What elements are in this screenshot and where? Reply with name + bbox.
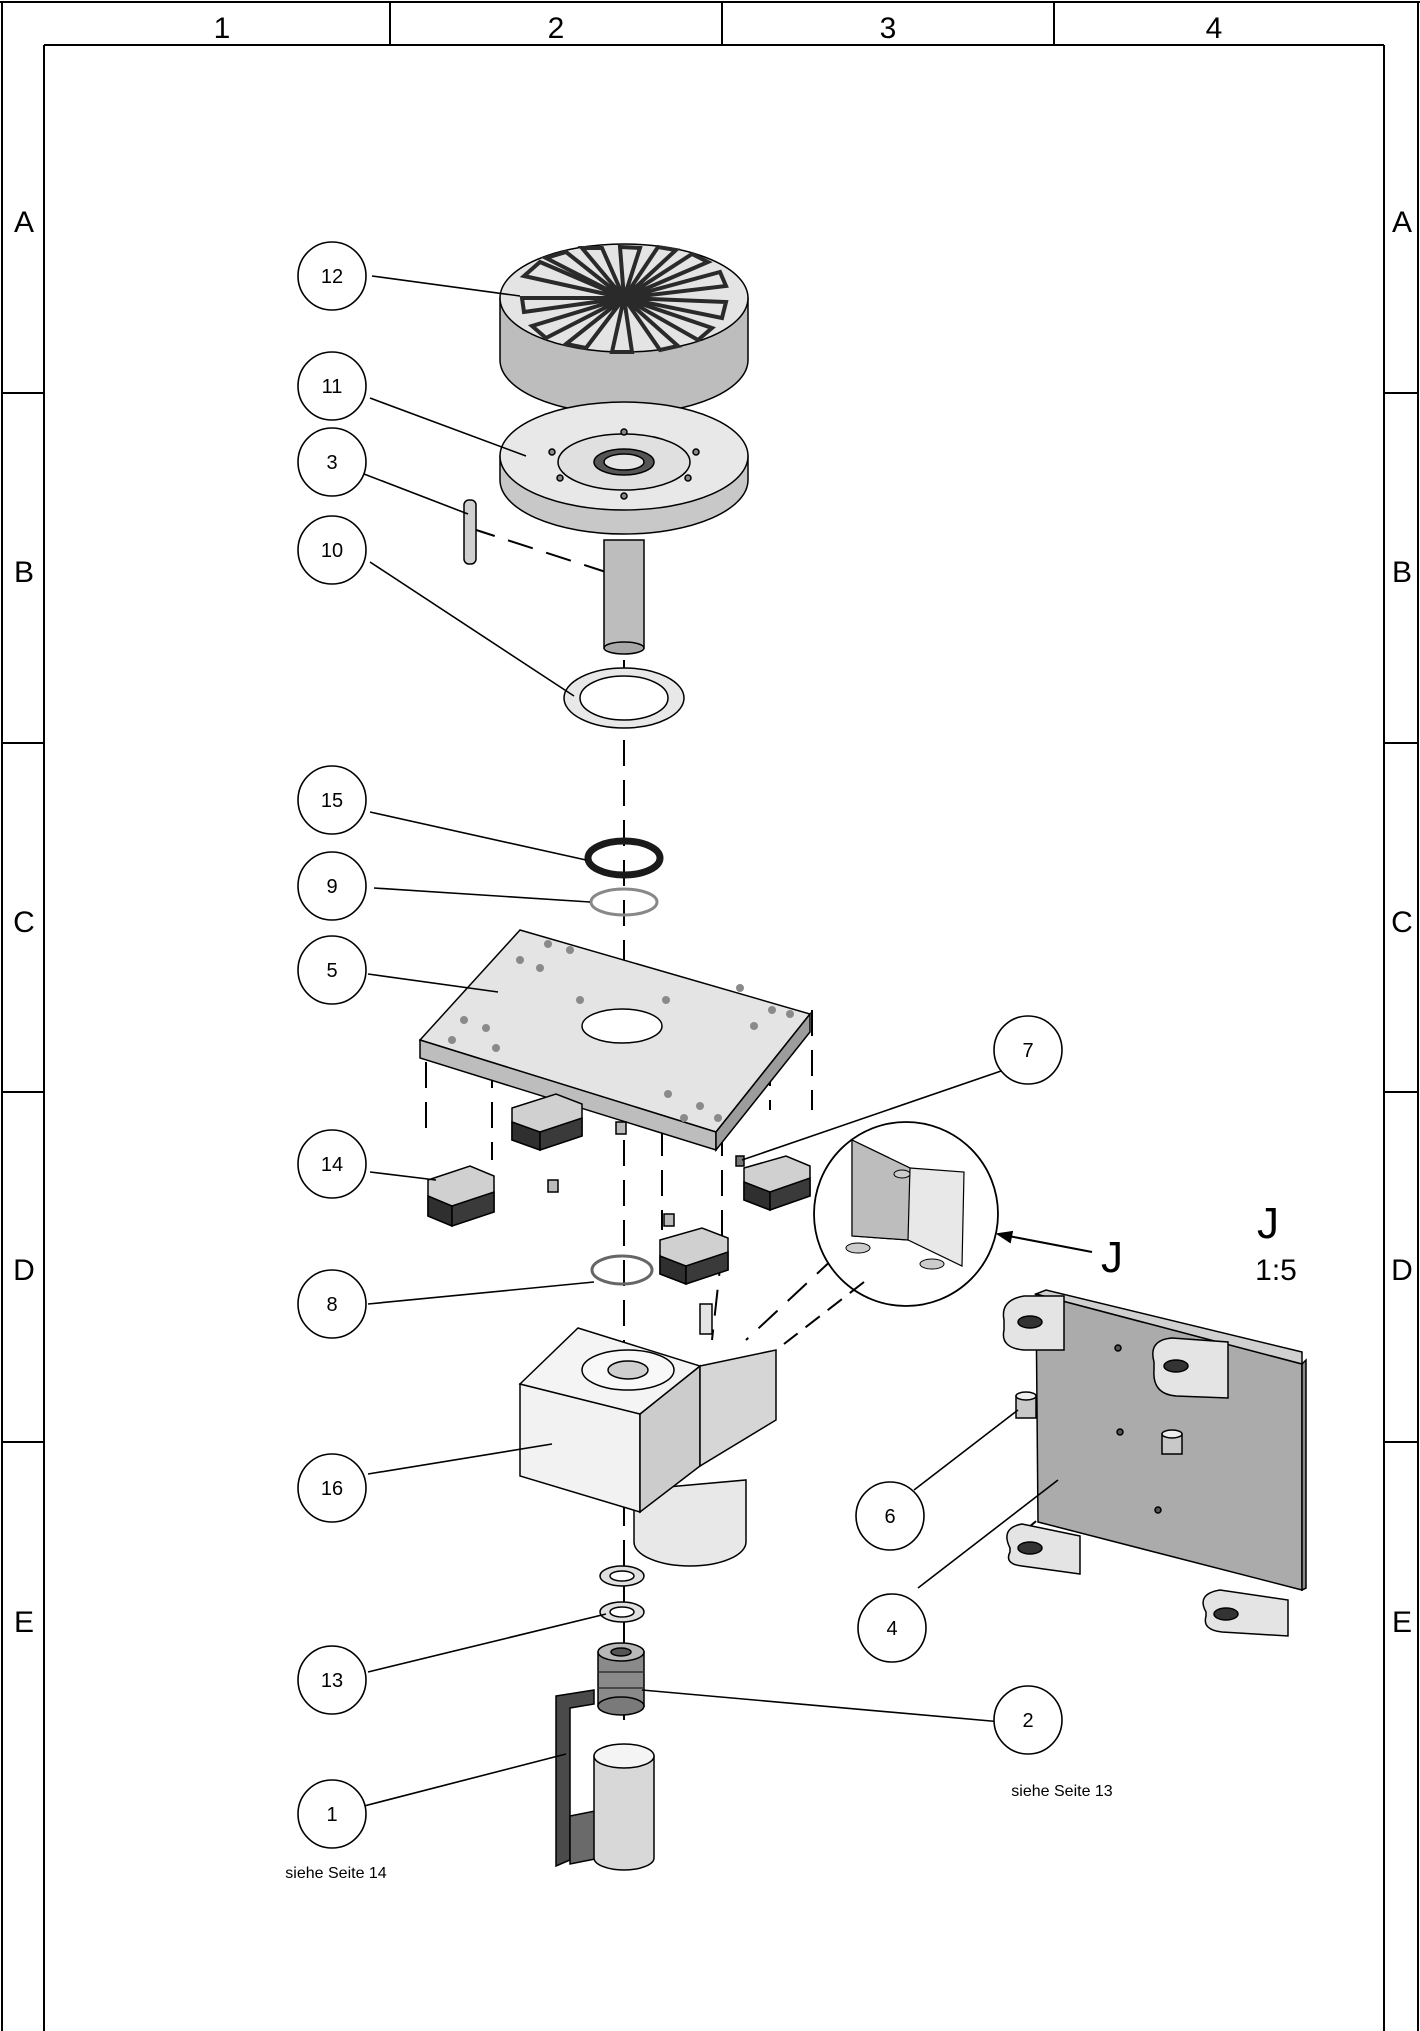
note-part-1-reference: siehe Seite 14: [285, 1865, 387, 1882]
balloon-2-label: 2: [1022, 1710, 1033, 1732]
part-14-linear-carriages: [427, 1093, 811, 1286]
balloon-16: 16: [297, 1453, 367, 1523]
zone-row-b-right: B: [1392, 556, 1412, 589]
part-1-sensor-bracket: [555, 1689, 655, 1871]
balloon-9: 9: [297, 851, 367, 921]
zone-column-1: 1: [214, 12, 231, 45]
zone-row-a-left: A: [14, 206, 34, 239]
carriage-1: [427, 1165, 495, 1228]
balloons: 12 11 3 10 15 9 5 7: [297, 241, 1063, 1849]
balloon-3-label: 3: [326, 452, 337, 474]
detail-j-view-title: J: [1257, 1199, 1279, 1248]
balloon-15-label: 15: [321, 790, 343, 812]
zone-column-4: 4: [1206, 12, 1223, 45]
zone-row-c-left: C: [13, 906, 35, 939]
part-10-gasket-ring: [563, 667, 685, 729]
balloon-1-label: 1: [326, 1804, 337, 1826]
part-2-coupling: [597, 1642, 645, 1716]
zone-row-d-left: D: [13, 1254, 35, 1287]
balloon-4-label: 4: [886, 1618, 897, 1640]
balloon-7: 7: [993, 1015, 1063, 1085]
balloon-16-label: 16: [321, 1478, 343, 1500]
balloon-7-label: 7: [1022, 1040, 1033, 1062]
part-9-thin-ring: [589, 887, 659, 917]
balloon-10-label: 10: [321, 540, 343, 562]
zone-row-e-left: E: [14, 1606, 34, 1639]
part-3-key: [463, 499, 477, 565]
note-part-2-reference: siehe Seite 13: [1011, 1783, 1113, 1800]
part-8-ring: [590, 1254, 654, 1286]
balloon-1: 1: [297, 1779, 367, 1849]
balloon-13-label: 13: [321, 1670, 343, 1692]
detail-j-callout: [783, 1121, 1093, 1345]
balloon-8: 8: [297, 1269, 367, 1339]
part-15-o-ring: [584, 837, 664, 879]
zone-row-c-right: C: [1391, 906, 1413, 939]
balloon-leaders: [363, 275, 1059, 1807]
part-16-gear-motor: [518, 1303, 777, 1567]
balloon-11: 11: [297, 351, 367, 421]
zone-column-2: 2: [548, 12, 565, 45]
balloon-15: 15: [297, 765, 367, 835]
balloon-12: 12: [297, 241, 367, 311]
balloon-11-label: 11: [322, 376, 343, 398]
balloon-14: 14: [297, 1129, 367, 1199]
balloon-12-label: 12: [321, 266, 343, 288]
balloon-4: 4: [857, 1593, 927, 1663]
part-12-segment-disc: [499, 243, 749, 415]
detail-j-callout-letter: J: [1101, 1233, 1123, 1282]
balloon-6-label: 6: [884, 1506, 895, 1528]
zone-row-d-right: D: [1391, 1254, 1413, 1287]
carriage-2: [511, 1093, 583, 1152]
carriage-3: [743, 1155, 811, 1212]
balloon-8-label: 8: [326, 1294, 337, 1316]
balloon-5: 5: [297, 935, 367, 1005]
zone-column-3: 3: [880, 12, 897, 45]
balloon-13: 13: [297, 1645, 367, 1715]
balloon-14-label: 14: [321, 1154, 343, 1176]
zone-row-b-left: B: [14, 556, 34, 589]
detail-j-view-scale: 1:5: [1255, 1254, 1297, 1287]
balloon-9-label: 9: [326, 876, 337, 898]
balloon-10: 10: [297, 515, 367, 585]
part-5-base-plate: [418, 929, 812, 1153]
detail-j-enlarged-view: [1002, 1289, 1307, 1637]
balloon-2: 2: [993, 1685, 1063, 1755]
zone-row-a-right: A: [1392, 206, 1412, 239]
balloon-3: 3: [297, 427, 367, 497]
balloon-5-label: 5: [326, 960, 337, 982]
zone-row-e-right: E: [1392, 1606, 1412, 1639]
part-13-nuts: [599, 1565, 645, 1623]
part-11-flange-plate: [499, 401, 749, 655]
carriage-4: [659, 1227, 729, 1286]
balloon-6: 6: [855, 1481, 925, 1551]
